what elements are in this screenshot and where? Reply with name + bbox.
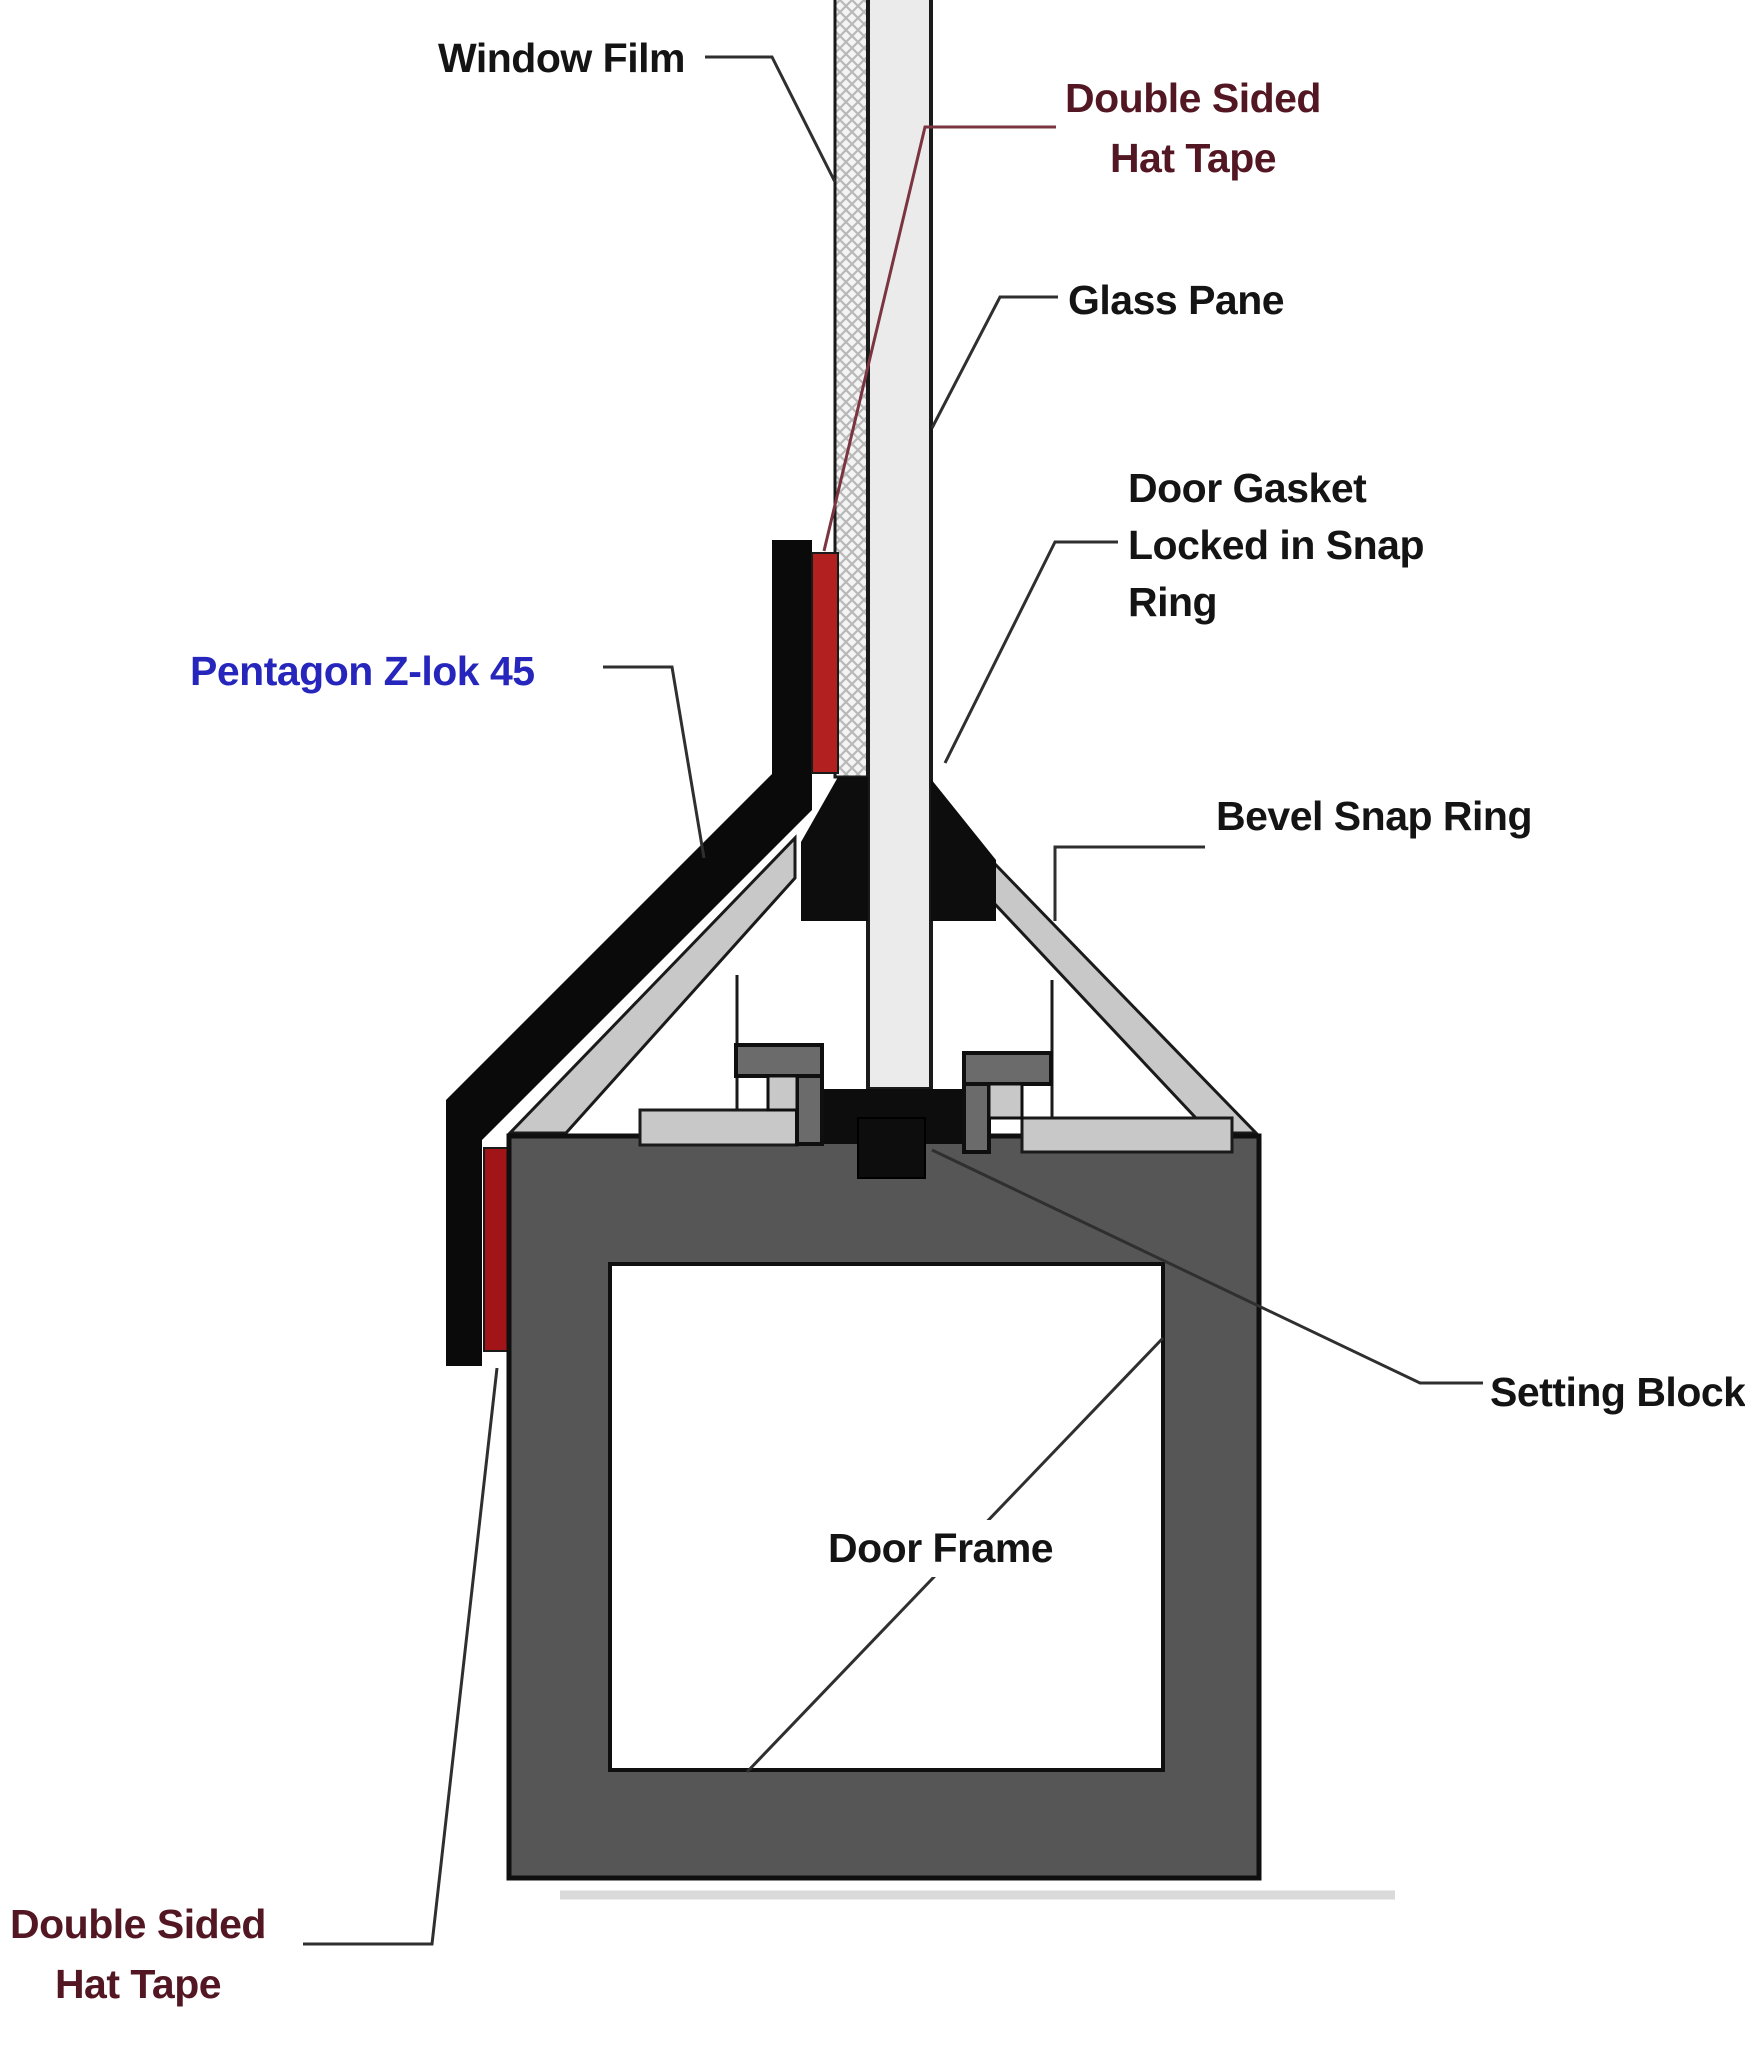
bevel-snap-ring-label: Bevel Snap Ring	[1216, 793, 1533, 839]
glass-pane-shape	[866, 0, 933, 1091]
window-film-label: Window Film	[438, 35, 685, 81]
door-frame-opening	[608, 1262, 1165, 1772]
hat-tape-bottom-label-line2: Hat Tape	[54, 1961, 222, 2007]
z-lok-leader-line	[603, 665, 706, 859]
hat-tape-top-label: Double Sided Hat Tape	[1040, 68, 1346, 188]
door-frame-label: Door Frame	[822, 1520, 1060, 1577]
bevel-ring-left-base-shape	[638, 1108, 799, 1147]
door-gasket-label: Door Gasket Locked in Snap Ring	[1128, 460, 1425, 631]
door-gasket-leader-line	[943, 540, 1118, 764]
setting-block-shape	[857, 1117, 926, 1179]
hat-tape-bottom-label: Double Sided Hat Tape	[0, 1894, 276, 2014]
z-lok-profile-shape	[446, 540, 812, 1366]
setting-block-label: Setting Block	[1490, 1369, 1745, 1415]
hat-tape-top-label-line2: Hat Tape	[1109, 135, 1277, 181]
clamp-right-block-shape	[987, 1082, 1024, 1120]
door-gasket-label-line1: Door Gasket	[1128, 465, 1367, 511]
z-lok-label: Pentagon Z-lok 45	[190, 648, 535, 694]
hat-tape-bottom-leader-line	[303, 1367, 499, 1946]
clamp-left-bar-shape	[734, 1043, 824, 1078]
door-gasket-label-line3: Ring	[1128, 579, 1218, 625]
hat-tape-top-leader-line	[822, 125, 1056, 552]
door-gasket-right-shape	[931, 779, 996, 921]
bevel-ring-left-shape	[506, 834, 797, 1135]
bevel-ring-right-base-shape	[1020, 1116, 1234, 1154]
clamp-right-bar-shape	[962, 1051, 1053, 1086]
setting-block-leader-line	[931, 1148, 1483, 1385]
bevel-ring-right-shape	[991, 858, 1260, 1135]
door-gasket-label-line2: Locked in Snap	[1128, 522, 1425, 568]
clamp-left-leg-shape	[795, 1074, 824, 1146]
hat-tape-bottom-shape	[483, 1147, 509, 1352]
glass-pane-label: Glass Pane	[1068, 277, 1285, 323]
hat-tape-top-shape	[811, 552, 839, 774]
hat-tape-bottom-label-line1: Double Sided	[10, 1901, 266, 1947]
hat-tape-top-label-line1: Double Sided	[1065, 75, 1321, 121]
glass-pane-leader-line	[930, 295, 1058, 429]
clamp-left-block-shape	[766, 1074, 799, 1112]
door-gasket-left-shape	[801, 777, 868, 921]
bevel-snap-ring-leader-line	[1053, 845, 1205, 921]
window-film-leader-line	[705, 55, 837, 183]
clamp-right-leg-shape	[962, 1082, 991, 1154]
